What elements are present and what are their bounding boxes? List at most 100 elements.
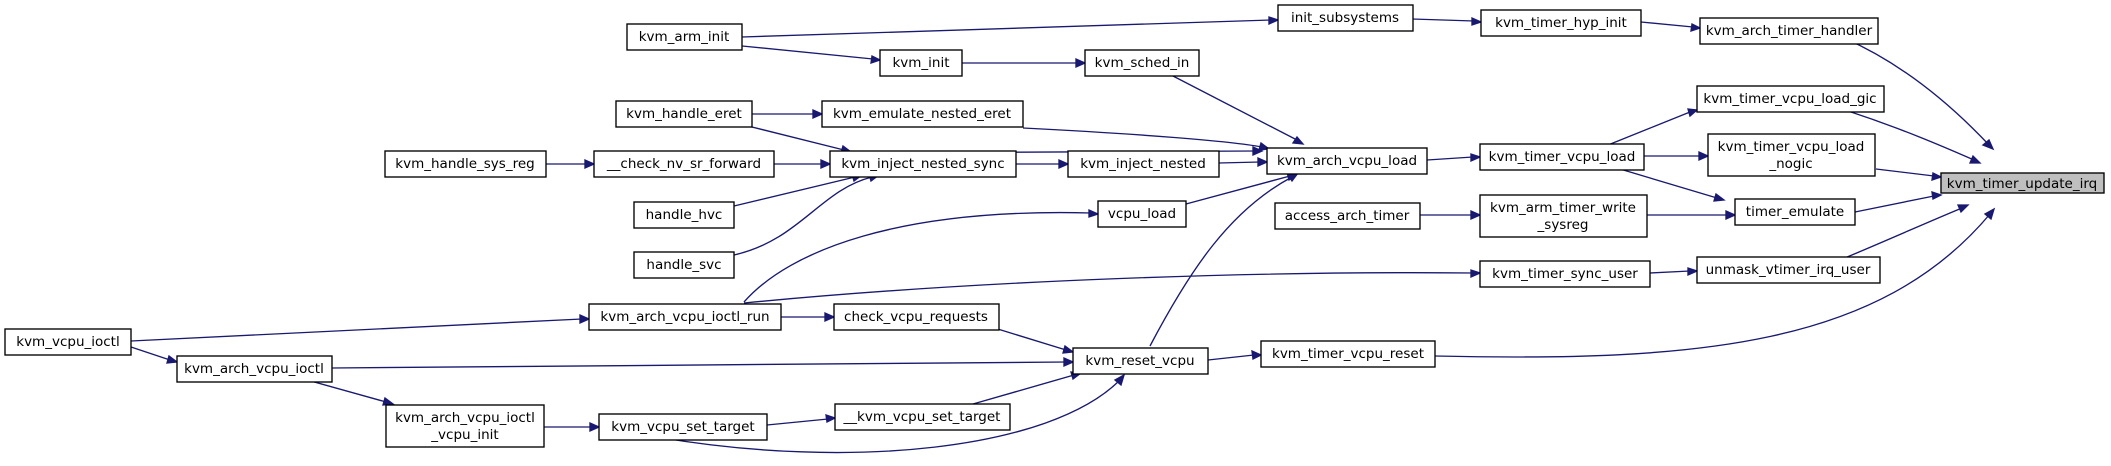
edge-kvm_timer_vcpu_load_gic-to-kvm_timer_update_irq — [1847, 110, 1982, 164]
node-label: kvm_arch_vcpu_ioctl_run — [600, 309, 769, 325]
node-label: check_vcpu_requests — [844, 309, 988, 325]
node-label: kvm_inject_nested_sync — [841, 156, 1004, 172]
node-kvm_arch_timer_handler[interactable]: kvm_arch_timer_handler — [1699, 17, 1879, 45]
edge-kvm_handle_eret-to-kvm_inject_nested_sync — [747, 125, 853, 154]
edge-kvm_inject_nested_sync-to-kvm_inject_nested — [1016, 158, 1070, 170]
edge-access_arch_timer-to-kvm_arm_timer_write_sysreg — [1420, 209, 1482, 221]
edge-kvm_sched_in-to-kvm_arch_vcpu_load — [1172, 75, 1305, 145]
node-__check_nv_sr_forward[interactable]: __check_nv_sr_forward — [593, 150, 775, 178]
node-kvm_timer_vcpu_load_gic[interactable]: kvm_timer_vcpu_load_gic — [1696, 85, 1885, 113]
node-label: vcpu_load — [1108, 206, 1176, 222]
edge-kvm_timer_hyp_init-to-kvm_arch_timer_handler — [1640, 21, 1702, 32]
edge-kvm_vcpu_set_target-to-__kvm_vcpu_set_target — [766, 414, 837, 426]
node-access_arch_timer[interactable]: access_arch_timer — [1274, 202, 1421, 230]
node-label: kvm_timer_vcpu_reset — [1272, 346, 1424, 362]
node-label: kvm_timer_vcpu_load_gic — [1703, 91, 1876, 107]
node-label: kvm_vcpu_ioctl — [16, 334, 119, 350]
node-label: kvm_reset_vcpu — [1085, 353, 1194, 369]
node-label: __kvm_vcpu_set_target — [843, 409, 1001, 425]
edge-kvm_timer_vcpu_load-to-kvm_timer_vcpu_load_gic — [1607, 108, 1699, 146]
node-label: kvm_timer_update_irq — [1947, 176, 2097, 192]
edge-kvm_arch_vcpu_ioctl-to-kvm_reset_vcpu — [331, 356, 1075, 369]
node-kvm_arm_timer_write_sysreg[interactable]: kvm_arm_timer_write _sysreg — [1479, 194, 1648, 238]
edge-kvm_vcpu_ioctl-to-kvm_arch_vcpu_ioctl — [130, 346, 179, 364]
edge-kvm_arch_timer_handler-to-kvm_timer_update_irq — [1843, 37, 1995, 151]
node-timer_emulate[interactable]: timer_emulate — [1734, 198, 1856, 226]
node-handle_hvc[interactable]: handle_hvc — [633, 201, 735, 229]
node-label: kvm_handle_eret — [626, 106, 742, 122]
edge-kvm_emulate_nested_eret-to-kvm_arch_vcpu_load — [1022, 127, 1271, 151]
edge-kvm_init-to-kvm_sched_in — [962, 57, 1087, 69]
node-label: kvm_arch_timer_handler — [1706, 23, 1873, 39]
node-kvm_arch_vcpu_ioctl_run[interactable]: kvm_arch_vcpu_ioctl_run — [588, 303, 782, 331]
edge-kvm_timer_vcpu_load_nogic-to-kvm_timer_update_irq — [1875, 168, 1943, 181]
node-label: kvm_vcpu_set_target — [611, 419, 754, 435]
node-kvm_timer_sync_user[interactable]: kvm_timer_sync_user — [1479, 260, 1651, 288]
node-kvm_handle_eret[interactable]: kvm_handle_eret — [615, 100, 753, 128]
node-kvm_arch_vcpu_ioctl[interactable]: kvm_arch_vcpu_ioctl — [176, 355, 333, 383]
node-kvm_vcpu_set_target[interactable]: kvm_vcpu_set_target — [598, 413, 768, 441]
node-label: kvm_init — [892, 55, 949, 71]
node-label: access_arch_timer — [1285, 208, 1410, 224]
edge-kvm_handle_sys_reg-to-__check_nv_sr_forward — [546, 158, 596, 170]
node-label: timer_emulate — [1746, 204, 1844, 220]
node-kvm_inject_nested[interactable]: kvm_inject_nested — [1067, 150, 1220, 178]
node-kvm_reset_vcpu[interactable]: kvm_reset_vcpu — [1072, 347, 1209, 375]
node-label: kvm_arch_vcpu_load — [1277, 153, 1417, 169]
edge-kvm_arch_vcpu_ioctl_vcpu_init-to-kvm_vcpu_set_target — [544, 421, 601, 433]
edge-init_subsystems-to-kvm_timer_hyp_init — [1411, 16, 1483, 26]
node-label: kvm_arch_vcpu_ioctl — [184, 361, 324, 377]
node-label: kvm_arm_init — [639, 29, 730, 45]
edge-kvm_arch_vcpu_load-to-kvm_timer_vcpu_load — [1426, 153, 1482, 163]
edge-kvm_arch_vcpu_ioctl_run-to-check_vcpu_requests — [781, 311, 836, 323]
node-init_subsystems[interactable]: init_subsystems — [1277, 4, 1414, 32]
node-label: kvm_emulate_nested_eret — [833, 106, 1011, 122]
node-label: _nogic — [1768, 156, 1812, 172]
node-__kvm_vcpu_set_target[interactable]: __kvm_vcpu_set_target — [834, 403, 1011, 431]
edge-kvm_vcpu_set_target-to-kvm_reset_vcpu — [656, 373, 1126, 454]
node-kvm_handle_sys_reg[interactable]: kvm_handle_sys_reg — [384, 150, 547, 178]
node-kvm_init[interactable]: kvm_init — [879, 49, 963, 77]
edge-kvm_handle_eret-to-kvm_emulate_nested_eret — [752, 108, 824, 120]
edge-kvm_timer_vcpu_load-to-timer_emulate — [1619, 168, 1726, 202]
node-label: kvm_timer_vcpu_load — [1718, 139, 1865, 155]
nodes: kvm_timer_update_irq kvm_arch_timer_hand… — [4, 4, 2105, 448]
edge-kvm_timer_sync_user-to-unmask_vtimer_irq_user — [1649, 267, 1699, 277]
edge-kvm_arch_vcpu_ioctl_run-to-kvm_timer_sync_user — [743, 269, 1482, 304]
edge-unmask_vtimer_irq_user-to-kvm_timer_update_irq — [1839, 204, 1970, 261]
node-label: kvm_timer_hyp_init — [1495, 15, 1627, 31]
node-label: kvm_inject_nested — [1080, 156, 1206, 172]
node-label: kvm_sched_in — [1095, 55, 1190, 71]
node-check_vcpu_requests[interactable]: check_vcpu_requests — [833, 303, 1000, 331]
node-label: init_subsystems — [1291, 10, 1399, 26]
edges — [130, 16, 1996, 454]
edge-kvm_timer_vcpu_load-to-kvm_timer_vcpu_load_nogic — [1642, 150, 1710, 162]
edge-kvm_arm_init-to-kvm_init — [741, 45, 882, 64]
node-label: kvm_timer_sync_user — [1492, 266, 1638, 282]
edge-kvm_arm_timer_write_sysreg-to-timer_emulate — [1647, 209, 1737, 221]
edge-kvm_vcpu_ioctl-to-kvm_arch_vcpu_ioctl_run — [130, 313, 591, 342]
node-label: kvm_handle_sys_reg — [395, 156, 534, 172]
node-kvm_timer_hyp_init[interactable]: kvm_timer_hyp_init — [1480, 9, 1642, 37]
edge-check_vcpu_requests-to-kvm_reset_vcpu — [987, 325, 1075, 354]
node-kvm_arm_init[interactable]: kvm_arm_init — [626, 23, 743, 51]
node-kvm_timer_vcpu_load[interactable]: kvm_timer_vcpu_load — [1479, 143, 1645, 171]
node-kvm_timer_vcpu_reset[interactable]: kvm_timer_vcpu_reset — [1260, 340, 1436, 368]
node-kvm_vcpu_ioctl[interactable]: kvm_vcpu_ioctl — [4, 328, 132, 356]
node-kvm_timer_update_irq[interactable]: kvm_timer_update_irq — [1940, 172, 2105, 194]
edge-handle_svc-to-kvm_inject_nested_sync — [733, 173, 881, 256]
node-label: kvm_arm_timer_write — [1490, 200, 1636, 216]
edge-__kvm_vcpu_set_target-to-kvm_reset_vcpu — [972, 371, 1083, 405]
node-kvm_emulate_nested_eret[interactable]: kvm_emulate_nested_eret — [821, 100, 1024, 128]
node-label: handle_svc — [646, 257, 721, 273]
node-kvm_sched_in[interactable]: kvm_sched_in — [1084, 49, 1200, 77]
node-kvm_arch_vcpu_load[interactable]: kvm_arch_vcpu_load — [1266, 147, 1428, 175]
node-label: kvm_timer_vcpu_load — [1489, 149, 1636, 165]
node-vcpu_load[interactable]: vcpu_load — [1097, 200, 1187, 228]
node-handle_svc[interactable]: handle_svc — [633, 251, 735, 279]
node-unmask_vtimer_irq_user[interactable]: unmask_vtimer_irq_user — [1696, 256, 1881, 284]
edge-kvm_inject_nested-to-kvm_arch_vcpu_load — [1218, 156, 1269, 168]
node-kvm_arch_vcpu_ioctl_vcpu_init[interactable]: kvm_arch_vcpu_ioctl _vcpu_init — [385, 404, 545, 448]
node-kvm_inject_nested_sync[interactable]: kvm_inject_nested_sync — [829, 150, 1017, 178]
node-kvm_timer_vcpu_load_nogic[interactable]: kvm_timer_vcpu_load _nogic — [1707, 133, 1876, 177]
